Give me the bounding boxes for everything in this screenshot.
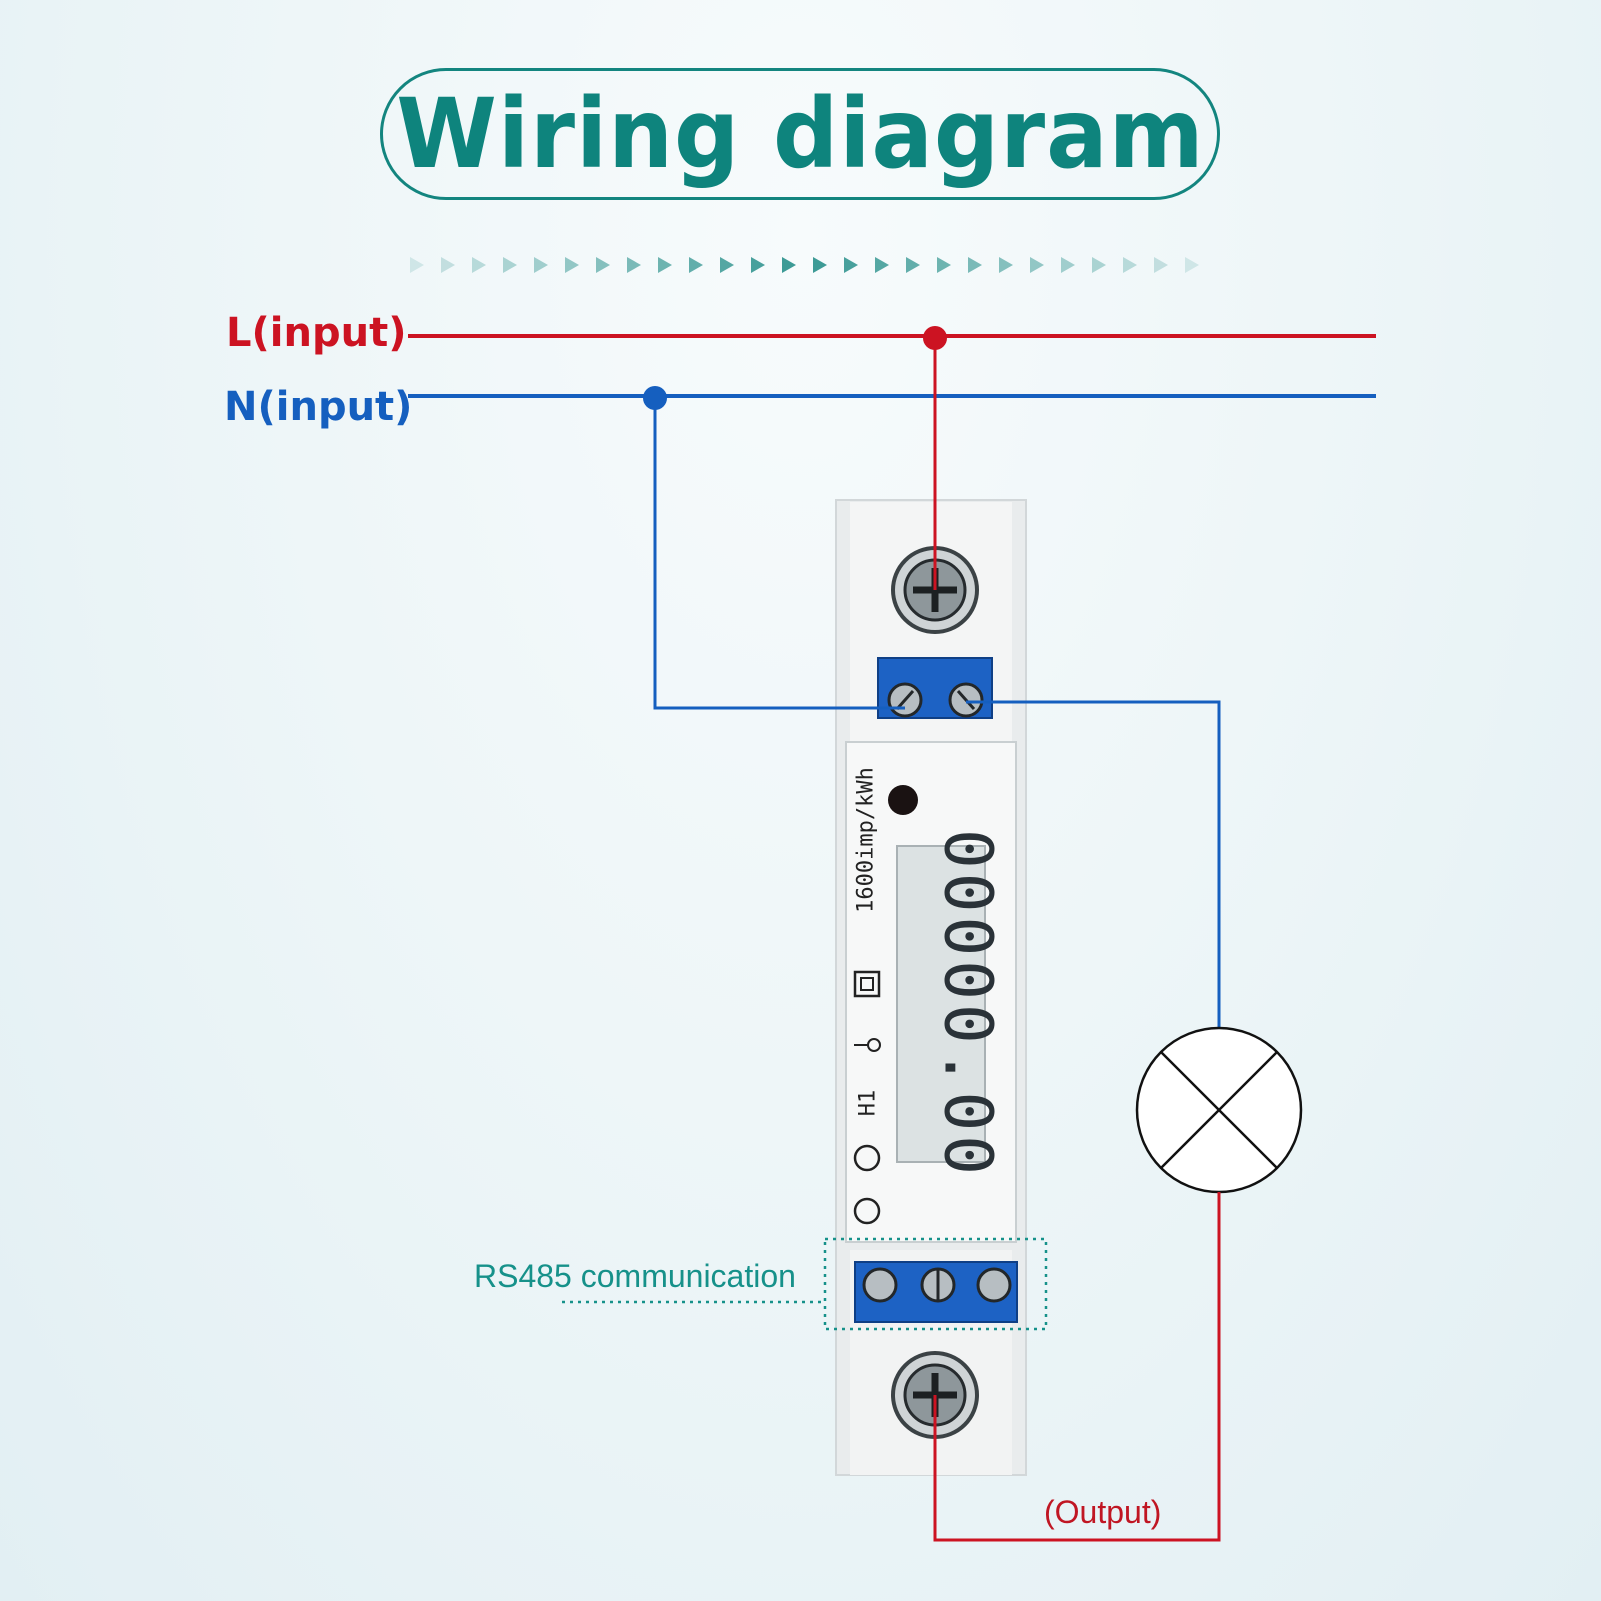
lcd-window: [896, 845, 986, 1163]
pulse-led-icon: [888, 785, 918, 815]
energy-meter: [562, 499, 1048, 1476]
chevron-icon: [968, 257, 982, 273]
terminal-screw-icon: [976, 1267, 1012, 1303]
chevron-icon: [689, 257, 703, 273]
chevron-icon: [937, 257, 951, 273]
chevron-icon: [441, 257, 455, 273]
chevron-divider: [410, 257, 1199, 273]
output-wire: [933, 1192, 1221, 1542]
chevron-icon: [658, 257, 672, 273]
chevron-icon: [1154, 257, 1168, 273]
chevron-icon: [472, 257, 486, 273]
chevron-icon: [1030, 257, 1044, 273]
terminal-screw-icon: [862, 1267, 898, 1303]
title-banner: Wiring diagram: [380, 68, 1220, 200]
chevron-icon: [844, 257, 858, 273]
chevron-icon: [1123, 257, 1137, 273]
chevron-icon: [565, 257, 579, 273]
diagram-title: Wiring diagram: [395, 78, 1205, 190]
chevron-icon: [813, 257, 827, 273]
meter-rating-label: 1600imp/kWh: [853, 767, 879, 913]
chevron-icon: [596, 257, 610, 273]
single-phase-icon: [853, 1197, 881, 1225]
line-junction-dot: [923, 326, 947, 350]
b-class-icon: [853, 1144, 881, 1172]
double-insulation-icon: [853, 970, 881, 998]
chevron-icon: [410, 257, 424, 273]
chevron-icon: [627, 257, 641, 273]
lcd-reading: 00000.00: [929, 829, 1007, 1179]
chevron-icon: [1061, 257, 1075, 273]
chevron-icon: [534, 257, 548, 273]
chevron-icon: [782, 257, 796, 273]
chevron-icon: [906, 257, 920, 273]
neutral-to-load-wire: [966, 700, 1221, 1030]
chevron-icon: [720, 257, 734, 273]
chevron-icon: [875, 257, 889, 273]
line-input-label: L(input): [226, 310, 407, 356]
chevron-icon: [1185, 257, 1199, 273]
rs485-highlight-box: [823, 1237, 1048, 1331]
meter-h1-label: H1: [855, 1089, 881, 1117]
neutral-junction-dot: [643, 386, 667, 410]
chevron-icon: [503, 257, 517, 273]
rs485-label: RS485 communication: [474, 1258, 796, 1294]
neutral-drop-wire: [653, 398, 905, 710]
output-label: (Output): [1044, 1494, 1162, 1530]
chevron-icon: [751, 257, 765, 273]
chevron-icon: [1092, 257, 1106, 273]
neutral-input-label: N(input): [224, 384, 413, 430]
chevron-icon: [999, 257, 1013, 273]
